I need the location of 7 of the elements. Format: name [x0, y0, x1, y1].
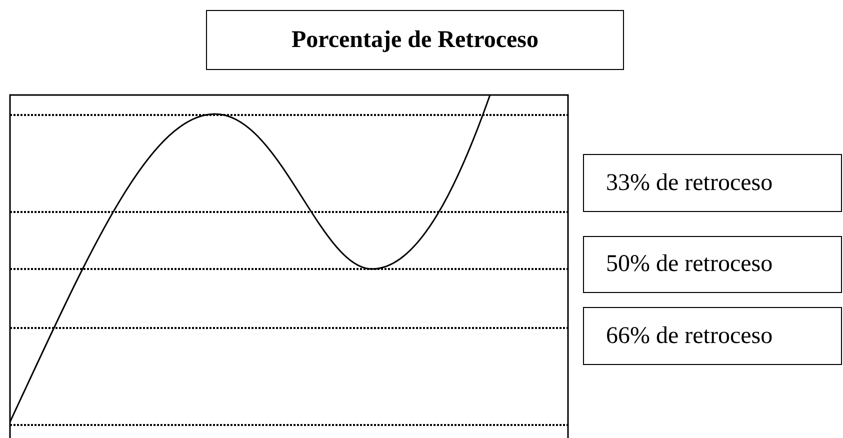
retracement-label: 50% de retroceso: [606, 251, 773, 278]
retracement-label: 33% de retroceso: [606, 170, 773, 196]
retracement-label: 66% de retroceso: [606, 322, 773, 350]
label-box: [583, 236, 842, 293]
label-box: [583, 307, 842, 365]
label-box: [583, 154, 842, 212]
title: Porcentaje de Retroceso: [291, 26, 538, 54]
